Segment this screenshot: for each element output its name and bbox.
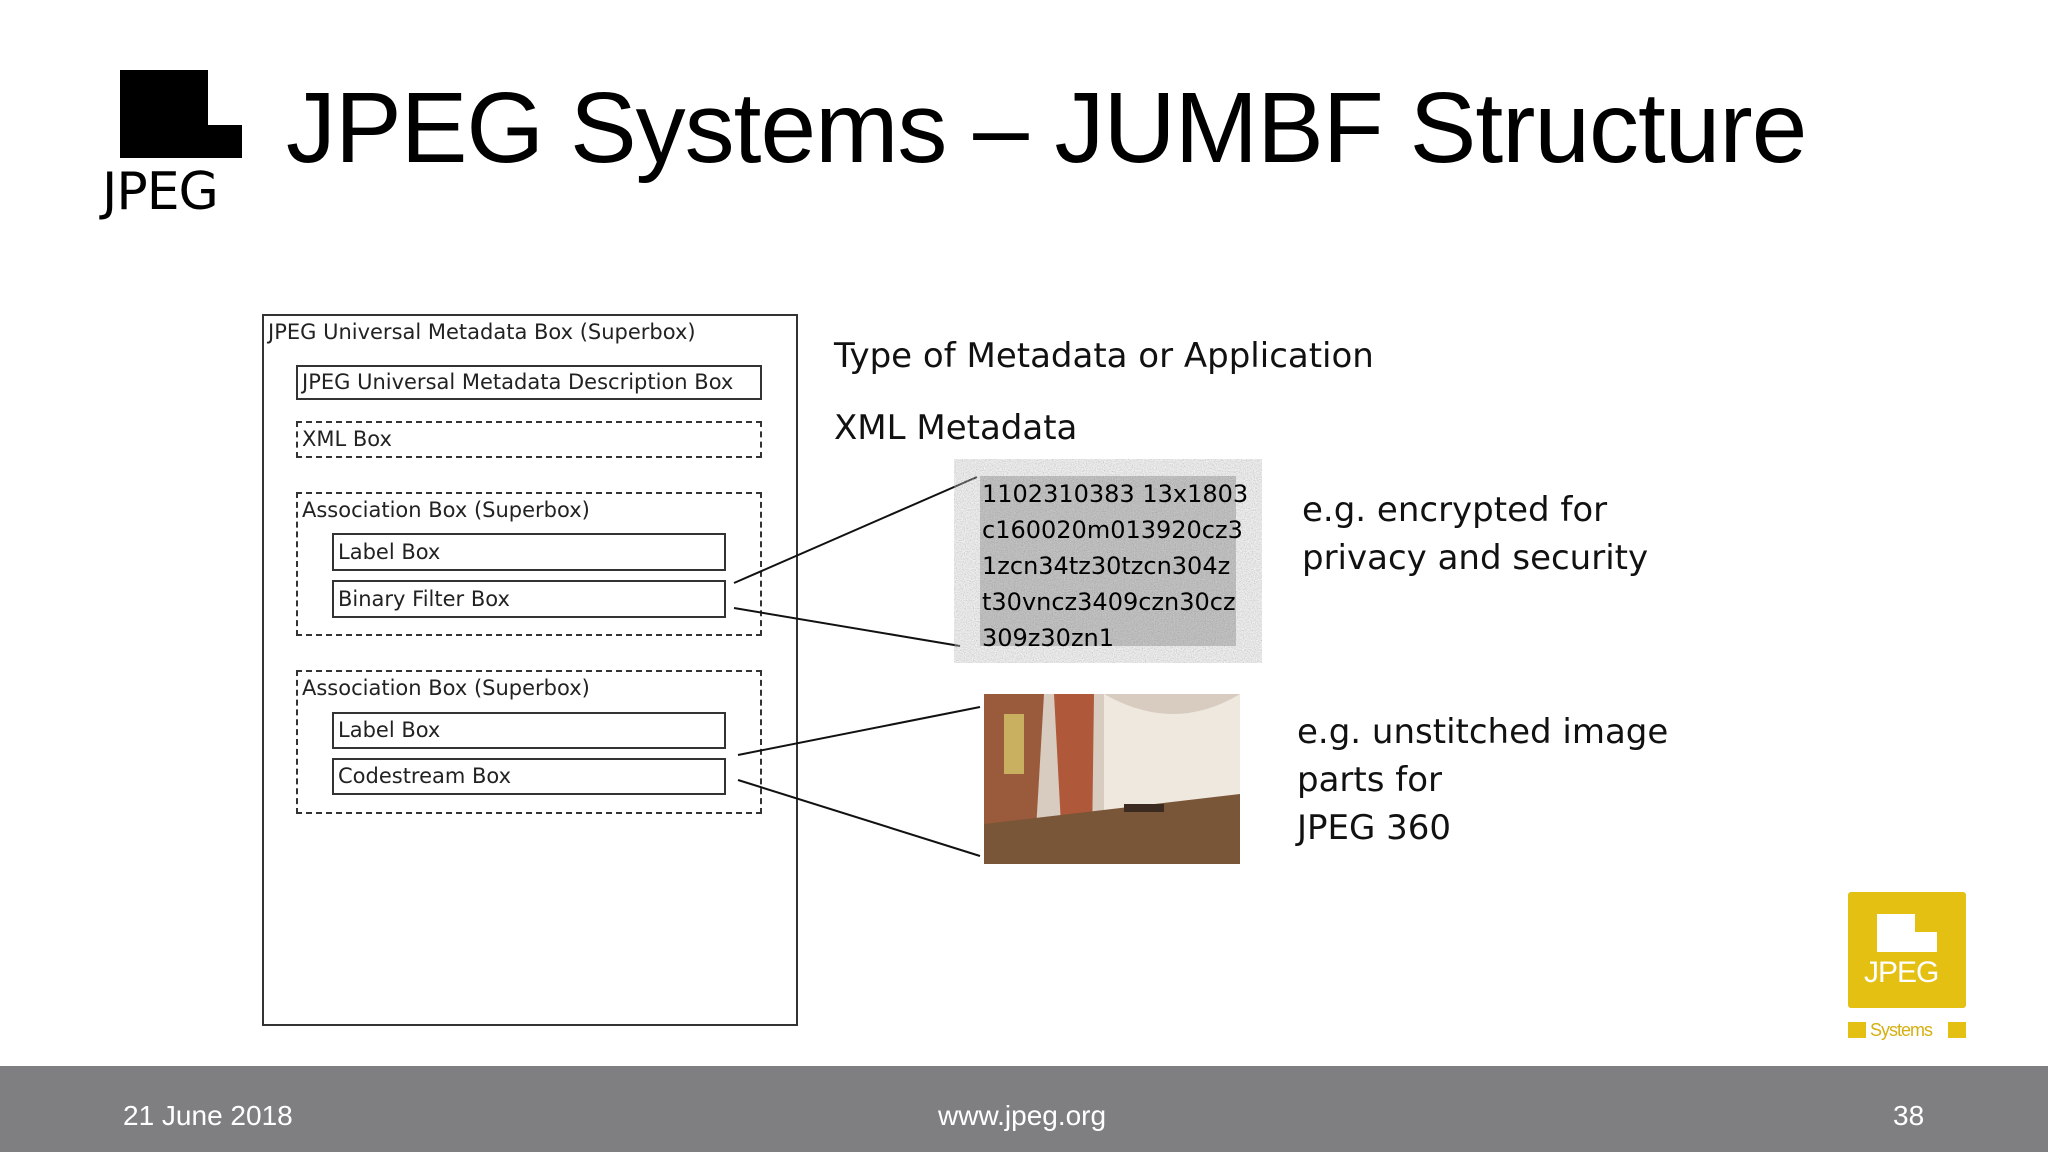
encrypted-caption-line1: e.g. encrypted for [1302, 490, 1608, 530]
association-box-2-label: Association Box (Superbox) [302, 676, 590, 700]
slide-title: JPEG Systems – JUMBF Structure [286, 72, 1807, 184]
logo-text: JPEG [102, 162, 219, 222]
encrypted-data-image: 1102310383 13x1803 c160020m013920cz3 1zc… [980, 476, 1248, 652]
binary-filter-box-label: Binary Filter Box [338, 587, 510, 611]
label-box-1-label: Label Box [338, 540, 441, 564]
superbox-label: JPEG Universal Metadata Box (Superbox) [268, 320, 696, 344]
association-box-2: Association Box (Superbox) [296, 670, 762, 814]
xml-box-label: XML Box [302, 427, 392, 451]
description-box: JPEG Universal Metadata Description Box [296, 365, 762, 400]
jpeg-systems-badge-text: JPEG [1864, 956, 1939, 989]
association-box-1: Association Box (Superbox) [296, 492, 762, 636]
unstitched-caption-line1: e.g. unstitched image [1297, 712, 1669, 752]
description-box-label: JPEG Universal Metadata Description Box [302, 370, 734, 394]
footer-url: www.jpeg.org [938, 1100, 1107, 1131]
label-box-1: Label Box [332, 533, 726, 571]
jpeg-logo: JPEG [100, 68, 250, 220]
footer-page-number: 38 [1893, 1100, 1925, 1131]
codestream-box: Codestream Box [332, 758, 726, 795]
footer-bar [0, 1066, 2048, 1152]
encrypted-data-text: 1102310383 13x1803 c160020m013920cz3 1zc… [982, 480, 1249, 652]
superbox: JPEG Universal Metadata Box (Superbox) [262, 314, 798, 1026]
jpeg-systems-caption: Systems [1870, 1020, 1933, 1040]
binary-filter-box: Binary Filter Box [332, 580, 726, 618]
xml-box: XML Box [296, 421, 762, 458]
unstitched-caption-line2: parts for [1297, 760, 1442, 800]
unstitched-caption-line3: JPEG 360 [1297, 808, 1452, 848]
type-label: Type of Metadata or Application [834, 336, 1374, 376]
label-box-2-label: Label Box [338, 718, 441, 742]
codestream-box-label: Codestream Box [338, 764, 512, 788]
association-box-1-label: Association Box (Superbox) [302, 498, 590, 522]
church-interior-image [984, 694, 1240, 864]
jpeg-systems-badge: JPEG Systems [1848, 892, 1968, 1042]
encrypted-caption-line2: privacy and security [1302, 538, 1649, 578]
label-box-2: Label Box [332, 712, 726, 749]
footer-date: 21 June 2018 [123, 1100, 293, 1131]
xml-metadata-label: XML Metadata [834, 408, 1078, 448]
